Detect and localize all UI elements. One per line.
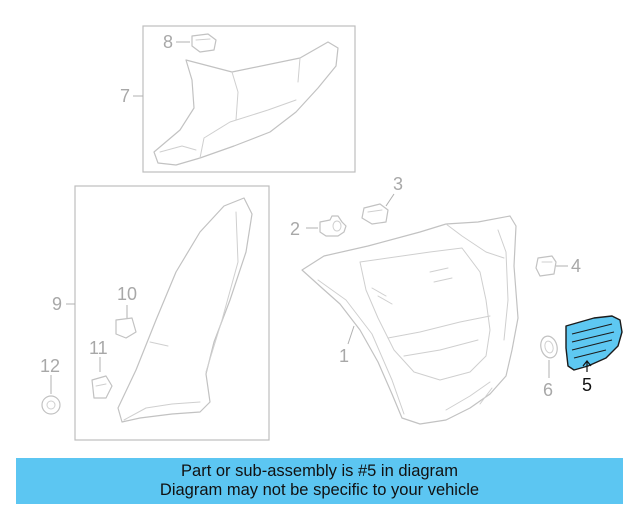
quarter-trim-group [301,215,519,425]
callout-10: 10 [117,284,137,304]
callout-5: 5 [582,375,592,395]
clip-3-group [361,193,395,225]
callout-2: 2 [290,219,300,239]
callout-12: 12 [40,356,60,376]
quarter-trim-panel [301,215,519,425]
callout-11: 11 [89,338,108,358]
pillar-clip-11 [91,375,113,399]
callout-1: 1 [339,346,349,366]
highlighted-part-5-group[interactable] [565,315,623,372]
banner-disclaimer-line: Diagram may not be specific to your vehi… [159,481,480,499]
clip-4-group [535,255,568,277]
leader-5-arrow [582,360,592,367]
vent-cover-part-5[interactable] [565,315,623,371]
bolt-group [306,215,347,237]
grommet-6 [540,335,558,359]
parts-diagram: 1 2 3 4 5 6 7 8 9 10 11 12 [40,25,623,441]
upper-trim-group [133,25,356,173]
callout-3: 3 [393,174,403,194]
pillar-trim-box [74,185,270,441]
grommet-6-group [540,335,558,378]
pillar-grommet [41,395,61,415]
trim-clip-3 [361,203,389,225]
callout-6: 6 [543,380,553,400]
leader-1 [347,325,355,345]
pillar-trim-group [41,185,270,441]
upper-trim-box [142,25,356,173]
upper-trim-clip [191,33,217,53]
callout-7: 7 [120,86,130,106]
callout-4: 4 [571,256,581,276]
callout-9: 9 [52,294,62,314]
leader-3 [385,193,395,207]
pillar-clip-10 [115,317,137,339]
callout-8: 8 [163,32,173,52]
info-banner: Part or sub-assembly is #5 in diagram Di… [16,458,623,504]
pillar-trim-panel [117,197,253,423]
upper-quarter-trim-panel [153,41,339,166]
banner-part-line: Part or sub-assembly is #5 in diagram [181,462,458,480]
retainer-clip-4 [535,255,557,277]
